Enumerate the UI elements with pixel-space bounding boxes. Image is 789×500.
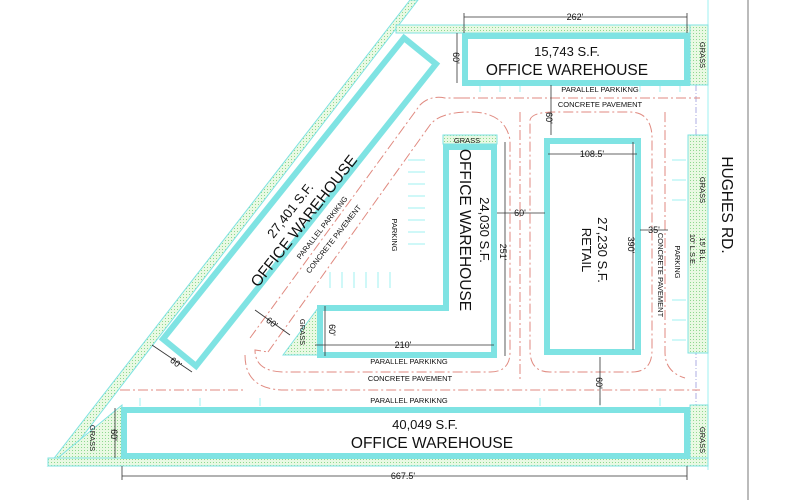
road-name: HUGHES RD.	[718, 156, 735, 253]
dim-retail-width: 108.5'	[580, 149, 605, 159]
building-retail[interactable]	[544, 138, 641, 355]
dim-middle-gap: 60'	[514, 208, 526, 218]
middle-building-area: 24,030 S.F.	[477, 197, 492, 263]
grass-corner-label: GRASS	[298, 319, 307, 345]
building-middle[interactable]	[317, 144, 497, 358]
dim-middle-leg-depth: 60'	[327, 324, 337, 336]
grass-bottom-strip	[47, 457, 709, 467]
top-building-use: OFFICE WAREHOUSE	[486, 62, 648, 79]
parallel-parking-middle: PARALLEL PARKIKNG	[370, 357, 448, 366]
building-top[interactable]	[462, 33, 690, 86]
dim-retail-length: 390'	[626, 237, 636, 254]
dim-top-depth: 60'	[451, 52, 461, 64]
grass-middle-label: GRASS	[454, 136, 480, 145]
retail-area: 27,230 S.F.	[595, 217, 610, 283]
retail-use: RETAIL	[579, 228, 594, 273]
dim-diagonal-drive: 60'	[264, 315, 280, 330]
dim-top-width: 262'	[567, 12, 584, 22]
grass-bottom-right-label: GRASS	[698, 427, 707, 453]
grass-top-strip	[395, 24, 709, 34]
grass-right-column	[687, 134, 709, 354]
top-building-area: 15,743 S.F.	[534, 44, 600, 59]
parallel-parking-bottom: PARALLEL PARKIKNG	[370, 396, 448, 405]
dim-bottom-drive: 60'	[594, 377, 604, 389]
parking-center-label: PARKING	[390, 218, 399, 251]
concrete-pavement-right: CONCRETE PAVEMENT	[656, 233, 665, 318]
concrete-pavement-bottom: CONCRETE PAVEMENT	[368, 374, 453, 383]
dim-middle-leg-width: 210'	[395, 340, 412, 350]
grass-diagonal-strip	[47, 0, 419, 467]
building-line-label: 15' B.L.	[698, 237, 707, 262]
bottom-building-area: 40,049 S.F.	[392, 417, 458, 432]
parking-right-label: PARKING	[673, 245, 682, 278]
dim-drive-top: 60'	[544, 112, 554, 124]
concrete-pavement-top: CONCRETE PAVEMENT	[558, 100, 643, 109]
dimension-lines	[114, 13, 688, 480]
easement-label: 10' L.S.E.	[688, 234, 697, 266]
dimension-labels: 262' 60' 60' 108.5' 390' 251' 60' 35' 60…	[109, 12, 660, 481]
building-bottom[interactable]	[121, 407, 690, 459]
dim-side-drive: 35'	[648, 225, 660, 235]
middle-building-use: OFFICE WAREHOUSE	[456, 149, 473, 311]
grass-bottom-left-label: GRASS	[88, 425, 97, 451]
pavement-lines	[120, 96, 700, 391]
grass-top-right-label: GRASS	[698, 42, 707, 68]
dim-middle-length: 251'	[498, 244, 508, 261]
dim-bottom-depth: 60'	[109, 429, 119, 441]
dim-bottom-width: 667.5'	[391, 471, 416, 481]
parking-stalls	[139, 85, 686, 406]
grass-right-label: GRASS	[698, 177, 707, 203]
parallel-parking-top: PARALLEL PARKIKNG	[561, 85, 639, 94]
building-diagonal[interactable]	[158, 33, 441, 371]
bottom-building-use: OFFICE WAREHOUSE	[351, 435, 513, 452]
